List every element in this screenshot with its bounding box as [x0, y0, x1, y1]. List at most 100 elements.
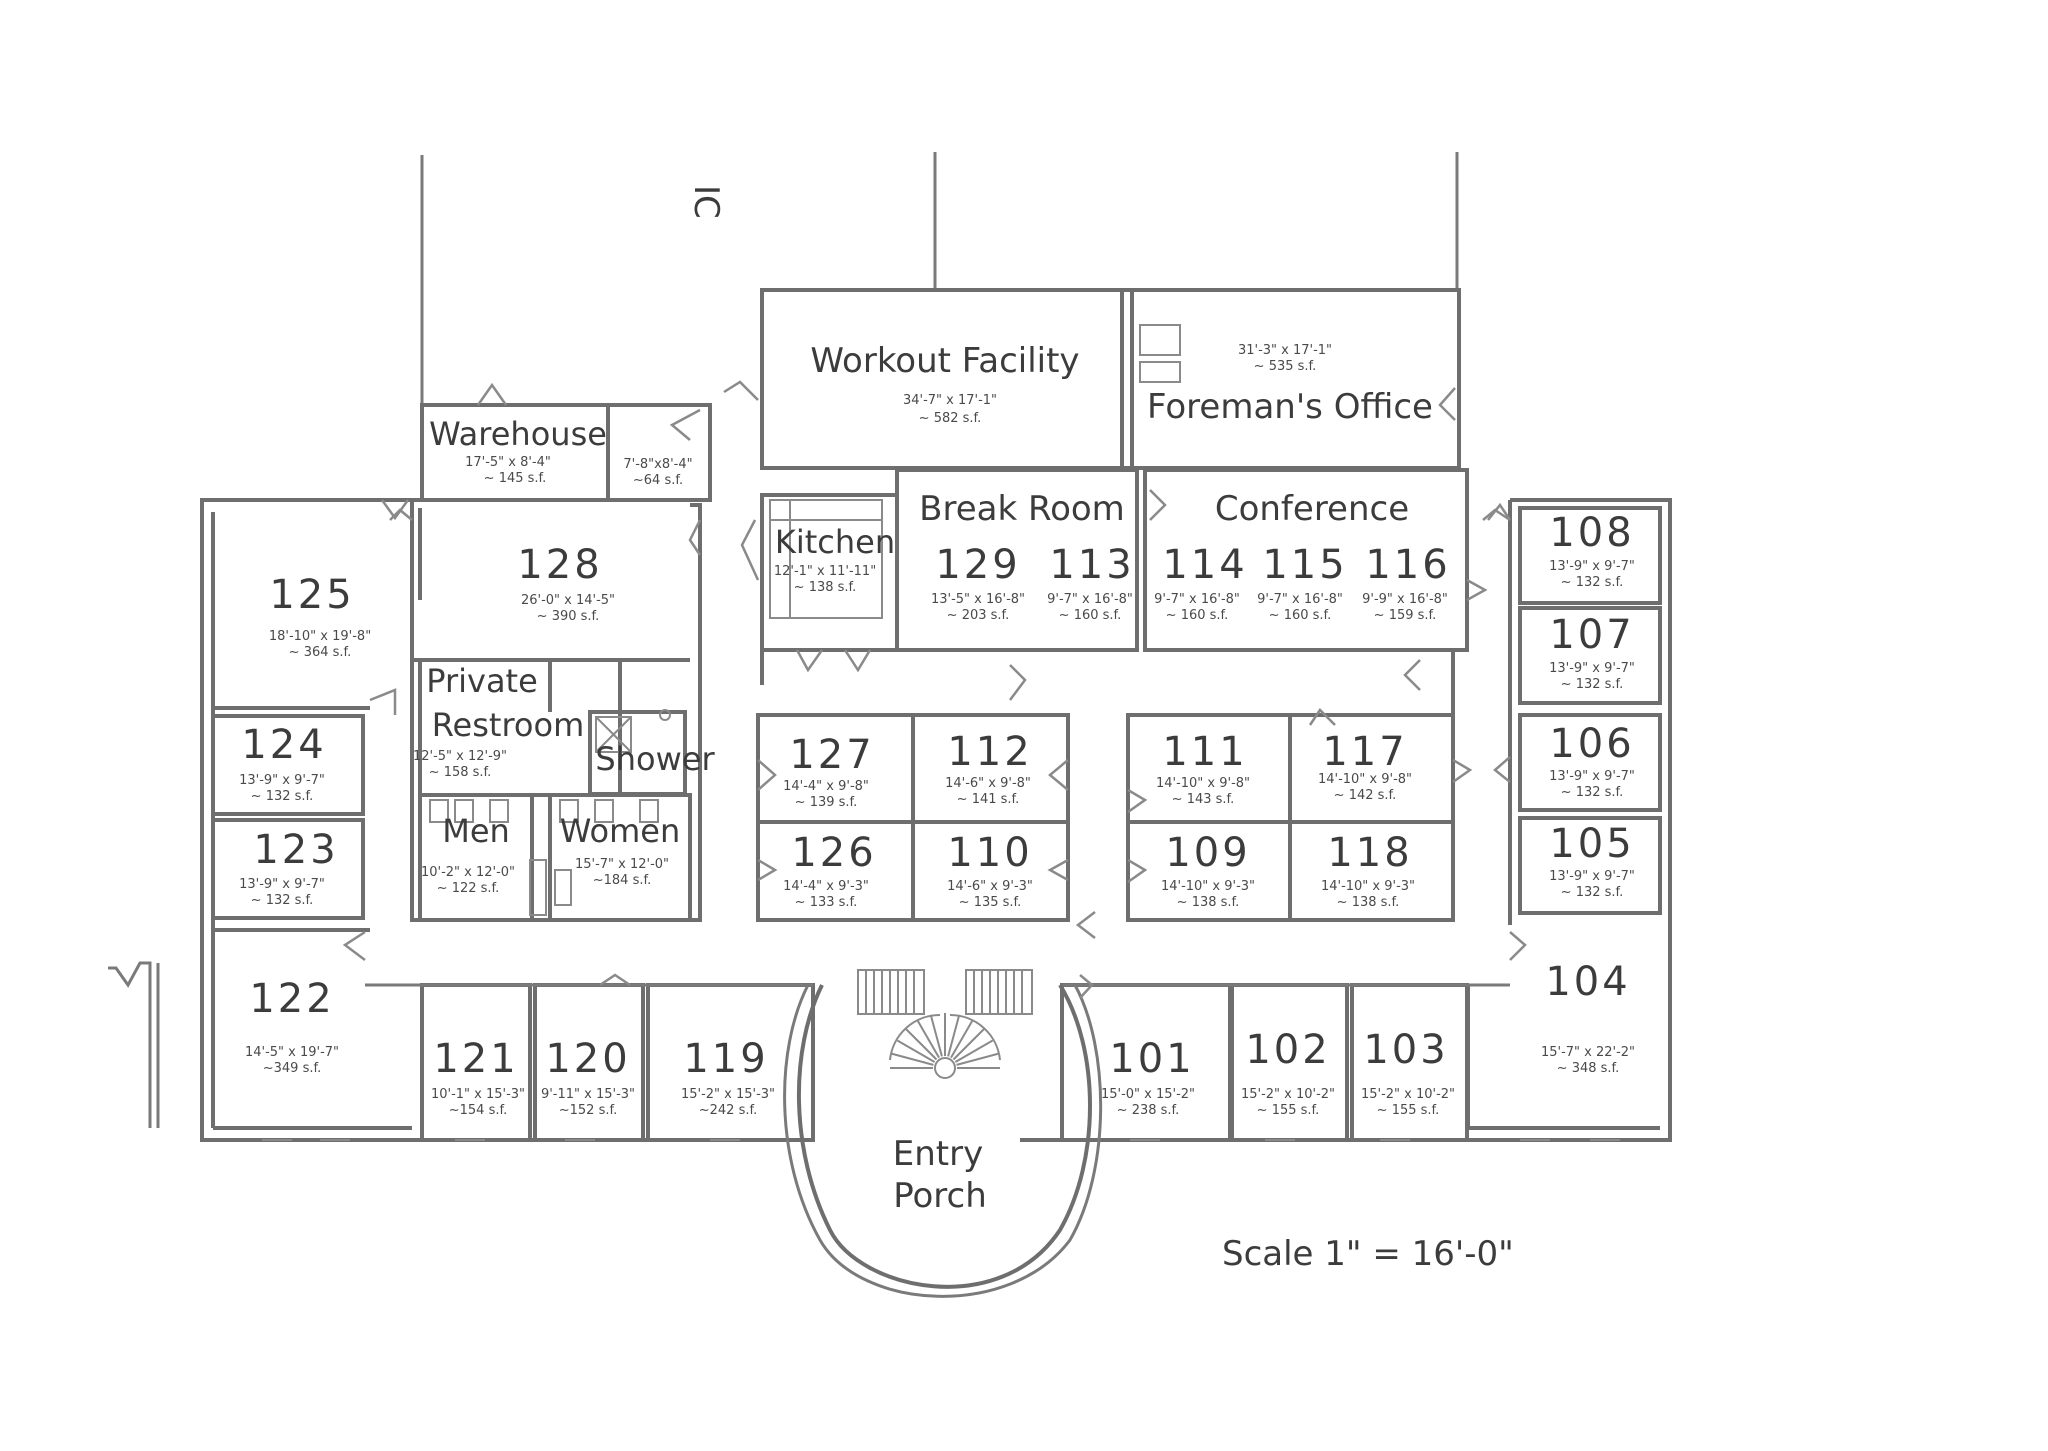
edge-mark: IC [686, 185, 726, 219]
room-area-113: ~ 160 s.f. [1059, 608, 1122, 623]
room-name-111: 111 [1162, 729, 1247, 775]
room-name-kitchen: Kitchen [775, 523, 895, 561]
stair-tread [956, 1052, 999, 1066]
room-area-123: ~ 132 s.f. [251, 893, 314, 908]
room-name-113: 113 [1049, 542, 1134, 588]
room-dims-women: 15'-7" x 12'-0" [575, 857, 669, 872]
room-area-110: ~ 135 s.f. [959, 895, 1022, 910]
room-dims-foreman: 31'-3" x 17'-1" [1238, 343, 1332, 358]
room-dims-113: 9'-7" x 16'-8" [1047, 592, 1133, 607]
room-name-121: 121 [433, 1036, 518, 1082]
restroom-fixtures [429, 324, 1181, 916]
room-area-125: ~ 364 s.f. [289, 645, 352, 660]
room-name-109: 109 [1165, 830, 1250, 876]
stair-tread [954, 1039, 994, 1063]
room-name-117: 117 [1322, 729, 1407, 775]
room-area-111: ~ 143 s.f. [1172, 792, 1235, 807]
room-dims-129: 13'-5" x 16'-8" [931, 592, 1025, 607]
room-area-101: ~ 238 s.f. [1117, 1103, 1180, 1118]
room-name-108: 108 [1549, 510, 1634, 556]
room-area-warehouse: ~ 145 s.f. [484, 471, 547, 486]
room-name-112: 112 [947, 729, 1032, 775]
stair-tread [947, 1014, 961, 1057]
room-name-122: 122 [249, 976, 334, 1022]
building-walls [108, 152, 1672, 1142]
room-dims-108: 13'-9" x 9'-7" [1549, 559, 1635, 574]
room-name-women: Women [560, 812, 680, 850]
room-dims-warehouse: 17'-5" x 8'-4" [465, 455, 551, 470]
room-dims-102: 15'-2" x 10'-2" [1241, 1087, 1335, 1102]
room-name-private-restroom-line2: Restroom [432, 706, 584, 744]
room-dims-111: 14'-10" x 9'-8" [1156, 776, 1250, 791]
room-dims-107: 13'-9" x 9'-7" [1549, 661, 1635, 676]
room-dims-126: 14'-4" x 9'-3" [783, 879, 869, 894]
room-labels: IC Workout Facility 34'-7" x 17'-1" ~ 58… [239, 185, 1635, 1274]
room-name-106: 106 [1549, 721, 1634, 767]
room-name-107: 107 [1549, 612, 1634, 658]
room-name-116: 116 [1365, 542, 1450, 588]
room-name-entry-line1: Entry [893, 1134, 983, 1174]
room-dims-men: 10'-2" x 12'-0" [421, 865, 515, 880]
room-area-129: ~ 203 s.f. [947, 608, 1010, 623]
room-area-117: ~ 142 s.f. [1334, 788, 1397, 803]
room-area-115: ~ 160 s.f. [1269, 608, 1332, 623]
room-name-entry-line2: Porch [893, 1176, 987, 1216]
room-name-103: 103 [1363, 1027, 1448, 1073]
scale-label: Scale 1" = 16'-0" [1222, 1234, 1514, 1274]
room-area-112: ~ 141 s.f. [957, 792, 1020, 807]
room-dims-115: 9'-7" x 16'-8" [1257, 592, 1343, 607]
room-area-106: ~ 132 s.f. [1561, 785, 1624, 800]
room-area-118: ~ 138 s.f. [1337, 895, 1400, 910]
room-dims-117: 14'-10" x 9'-8" [1318, 772, 1412, 787]
room-dims-109: 14'-10" x 9'-3" [1161, 879, 1255, 894]
room-area-120: ~152 s.f. [559, 1103, 618, 1118]
room-name-104: 104 [1545, 959, 1630, 1005]
room-dims-127: 14'-4" x 9'-8" [783, 779, 869, 794]
stair-tread [891, 1052, 934, 1066]
stair-tread [929, 1014, 943, 1057]
stair-tread [896, 1039, 936, 1063]
room-name-110: 110 [947, 830, 1032, 876]
room-name-105: 105 [1549, 821, 1634, 867]
room-area-workout: ~ 582 s.f. [919, 411, 982, 426]
room-name-128: 128 [517, 542, 602, 588]
room-name-118: 118 [1327, 830, 1412, 876]
room-area-122: ~349 s.f. [263, 1061, 322, 1076]
room-dims-workout: 34'-7" x 17'-1" [903, 393, 997, 408]
room-area-105: ~ 132 s.f. [1561, 885, 1624, 900]
room-name-shower: Shower [595, 740, 715, 778]
stair-tread [952, 1028, 985, 1061]
room-area-men: ~ 122 s.f. [437, 881, 500, 896]
room-area-124: ~ 132 s.f. [251, 789, 314, 804]
room-dims-122: 14'-5" x 19'-7" [245, 1045, 339, 1060]
room-area-119: ~242 s.f. [699, 1103, 758, 1118]
room-dims-105: 13'-9" x 9'-7" [1549, 869, 1635, 884]
room-dims-104: 15'-7" x 22'-2" [1541, 1045, 1635, 1060]
room-area-102: ~ 155 s.f. [1257, 1103, 1320, 1118]
entry-porch-outline [783, 983, 1103, 1298]
stair-tread [905, 1028, 938, 1061]
room-dims-103: 15'-2" x 10'-2" [1361, 1087, 1455, 1102]
room-dims-128: 26'-0" x 14'-5" [521, 593, 615, 608]
room-name-conference: Conference [1215, 489, 1409, 529]
room-dims-110: 14'-6" x 9'-3" [947, 879, 1033, 894]
room-name-114: 114 [1162, 542, 1247, 588]
room-area-foreman: ~ 535 s.f. [1254, 359, 1317, 374]
room-dims-106: 13'-9" x 9'-7" [1549, 769, 1635, 784]
room-dims-storage: 7'-8"x8'-4" [623, 457, 692, 472]
room-area-kitchen: ~ 138 s.f. [794, 580, 857, 595]
room-name-126: 126 [791, 830, 876, 876]
room-dims-121: 10'-1" x 15'-3" [431, 1087, 525, 1102]
room-area-126: ~ 133 s.f. [795, 895, 858, 910]
room-area-108: ~ 132 s.f. [1561, 575, 1624, 590]
room-name-foreman: Foreman's Office [1147, 387, 1433, 427]
room-dims-119: 15'-2" x 15'-3" [681, 1087, 775, 1102]
room-area-116: ~ 159 s.f. [1374, 608, 1437, 623]
room-name-warehouse: Warehouse [429, 415, 607, 453]
room-name-102: 102 [1245, 1027, 1330, 1073]
room-name-120: 120 [545, 1036, 630, 1082]
room-dims-kitchen: 12'-1" x 11'-11" [774, 564, 876, 579]
room-dims-private-restroom: 12'-5" x 12'-9" [413, 749, 507, 764]
room-name-115: 115 [1262, 542, 1347, 588]
room-name-119: 119 [683, 1036, 768, 1082]
